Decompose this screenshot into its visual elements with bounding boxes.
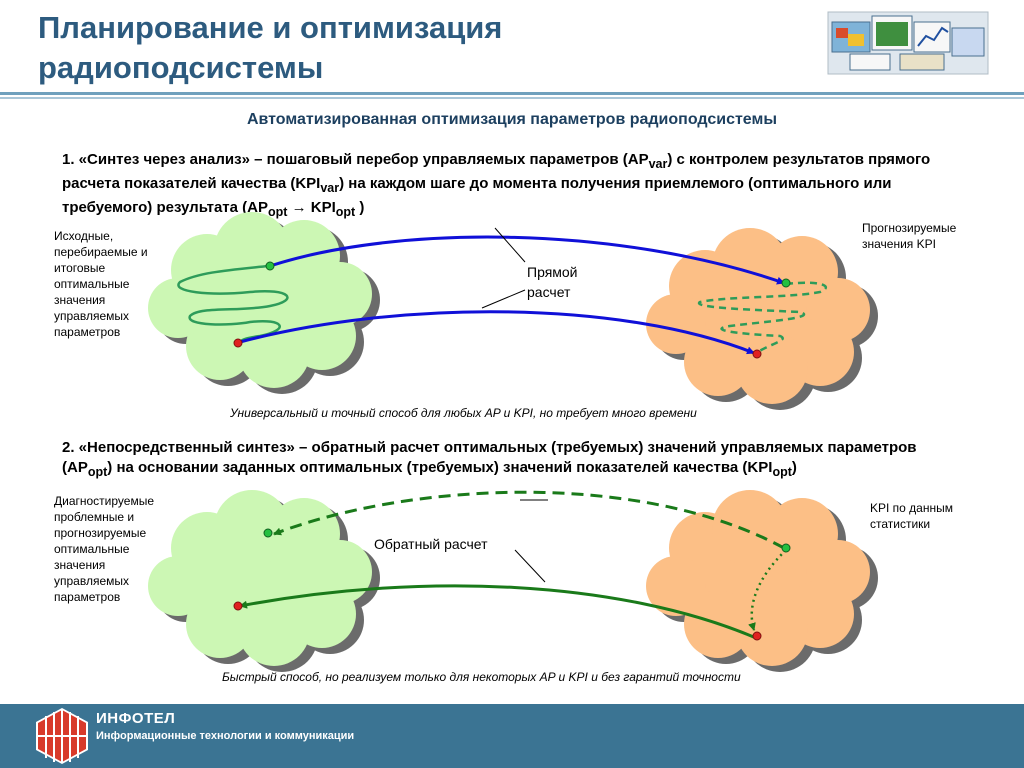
direct-calc-arrow-bottom — [239, 310, 755, 355]
inverse-calc-arrow-solid — [239, 584, 757, 640]
right-note-2: KPI по данным статистики — [870, 501, 953, 531]
callout-leader-1b — [481, 289, 526, 309]
callout-leader-1a — [494, 227, 526, 263]
kpi-var-label-2: KPIvar — [778, 520, 817, 540]
ap-var-dot-2 — [263, 528, 273, 538]
header-divider — [0, 92, 1024, 95]
inverse-calc-arrow-dashed — [273, 490, 785, 550]
left-note-2: Диагностируемые проблемные и прогнозируе… — [54, 494, 155, 604]
kpi-opt-label-2: KPIopt — [740, 627, 779, 647]
kpi-var-dot-1 — [781, 278, 791, 288]
footer-brand: ИНФОТЕЛ — [96, 710, 176, 727]
section-1-text: 1. «Синтез через анализ» – пошаговый пер… — [62, 151, 931, 219]
ap-opt-dot-2 — [233, 601, 243, 611]
slide-subtitle: Автоматизированная оптимизация параметро… — [247, 111, 777, 128]
ap-opt-dot-1 — [233, 338, 243, 348]
caption-1: Универсальный и точный способ для любых … — [230, 406, 697, 420]
ap-var-label-2: APvar — [226, 522, 260, 542]
kpi-dotted-arrow — [748, 549, 787, 631]
header-divider-thin — [0, 97, 1024, 99]
left-note-1: Исходные, перебираемые и итоговые оптима… — [54, 229, 148, 339]
page-title: Планирование и оптимизация радиоподсисте… — [38, 10, 503, 85]
ap-var-label-1: APvar — [226, 256, 260, 276]
kpi-var-dot-2 — [781, 543, 791, 553]
ap-opt-label-2: APopt — [230, 618, 264, 638]
footer-tagline: Информационные технологии и коммуникации — [96, 730, 355, 742]
direct-calc-label: Прямой расчет — [527, 262, 597, 302]
inverse-calc-label: Обратный расчет — [374, 534, 514, 554]
kpi-opt-dot-1 — [752, 349, 762, 359]
ap-var-dot-1 — [265, 261, 275, 271]
search-path-right — [697, 281, 827, 354]
ap-opt-label-1: APopt — [230, 352, 264, 372]
callout-leader-2b — [514, 549, 546, 583]
header-thumbnails — [827, 11, 989, 75]
cloud-left-1-shadow — [156, 218, 380, 394]
section-2-text: 2. «Непосредственный синтез» – обратный … — [62, 439, 917, 479]
cloud-left-2-shadow — [156, 496, 380, 672]
kpi-var-label-1: KPIvar — [778, 255, 817, 275]
kpi-opt-label-1: KPIopt — [740, 360, 779, 380]
footer-bar — [0, 704, 1024, 768]
right-note-1: Прогнозируемые значения KPI — [862, 221, 957, 251]
caption-2: Быстрый способ, но реализуем только для … — [222, 670, 741, 684]
